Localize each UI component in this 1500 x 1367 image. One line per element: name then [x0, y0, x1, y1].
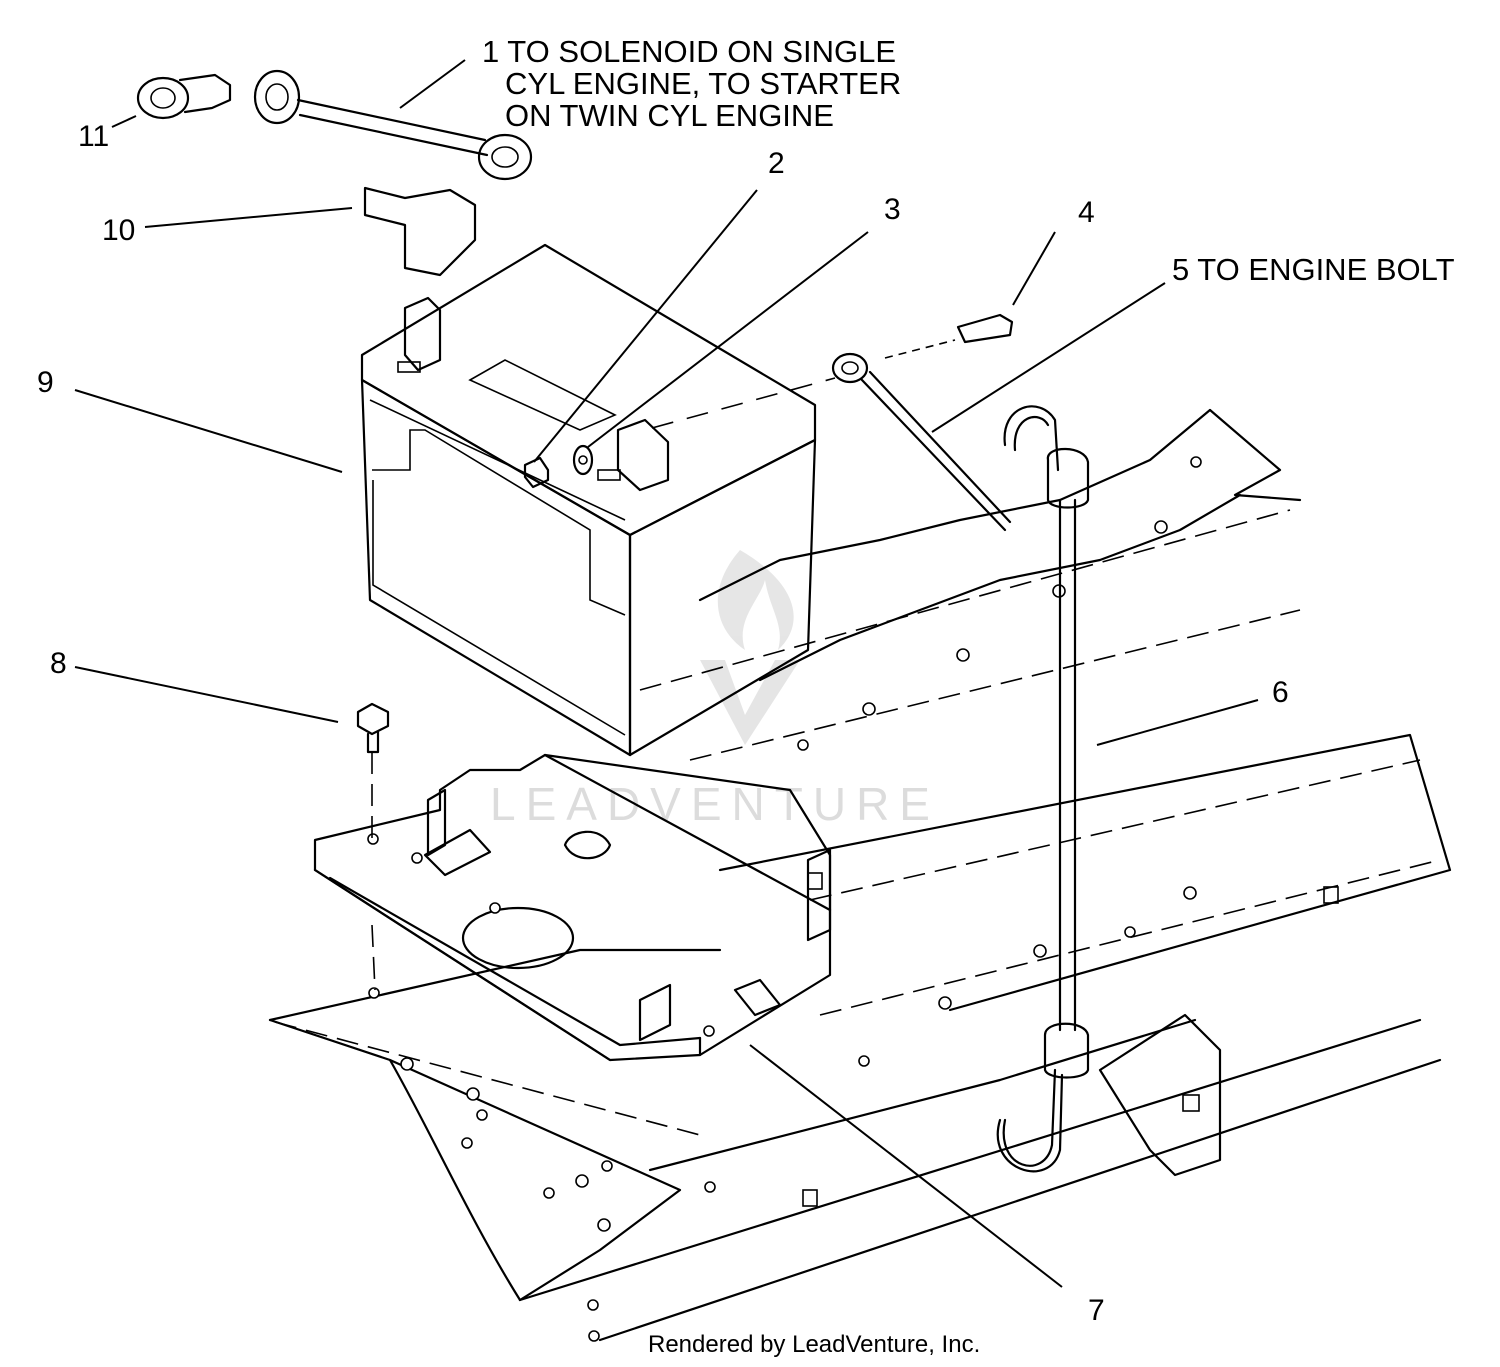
leader-2: [533, 189, 758, 463]
clamp-terminal: [136, 73, 232, 120]
callout-9: 9: [37, 366, 54, 399]
leader-11: [111, 115, 137, 128]
battery: [360, 243, 817, 757]
flange-bolt: [356, 702, 390, 754]
callout-3: 3: [884, 193, 901, 226]
callout-labels: 1 TO SOLENOID ON SINGLE CYL ENGINE, TO S…: [37, 34, 1455, 1327]
leader-1: [399, 59, 466, 109]
callout-11: 11: [78, 120, 109, 153]
terminal-hardware: [523, 444, 594, 489]
leader-10: [144, 207, 353, 228]
cable-5-axis: [651, 377, 836, 429]
callout-1-line1: 1 TO SOLENOID ON SINGLE: [482, 34, 896, 69]
callout-2: 2: [768, 147, 785, 180]
bolt-axis-lower: [371, 924, 376, 991]
leader-5: [931, 282, 1166, 433]
leader-lines: [74, 59, 1259, 1288]
footer-credit: Rendered by LeadVenture, Inc.: [648, 1331, 980, 1358]
callout-8: 8: [50, 647, 67, 680]
ground-cable: [831, 313, 1014, 532]
callout-7: 7: [1088, 1294, 1105, 1327]
leader-6: [1096, 699, 1259, 746]
leader-4: [1012, 231, 1056, 306]
frame-rails: [268, 408, 1452, 1342]
bolt-4-axis: [884, 339, 956, 359]
leadventure-watermark: LEADVENTURE: [490, 550, 940, 830]
hold-down-rod: [996, 405, 1090, 1173]
v-logo-icon: [700, 660, 800, 745]
callout-6: 6: [1272, 676, 1289, 709]
callout-10: 10: [102, 214, 135, 247]
callout-1-line3: ON TWIN CYL ENGINE: [505, 98, 834, 133]
leader-7: [749, 1044, 1063, 1288]
leader-8: [74, 666, 339, 723]
terminal-boot: [363, 186, 477, 277]
callout-4: 4: [1078, 196, 1095, 229]
battery-tray: [313, 753, 832, 1062]
callout-1-line2: CYL ENGINE, TO STARTER: [505, 66, 901, 101]
watermark-text: LEADVENTURE: [490, 778, 940, 830]
flame-logo-icon: [717, 550, 794, 650]
battery-cable: [253, 69, 533, 181]
leader-9: [74, 389, 343, 473]
callout-5: 5 TO ENGINE BOLT: [1172, 252, 1455, 287]
leader-3: [587, 231, 869, 448]
